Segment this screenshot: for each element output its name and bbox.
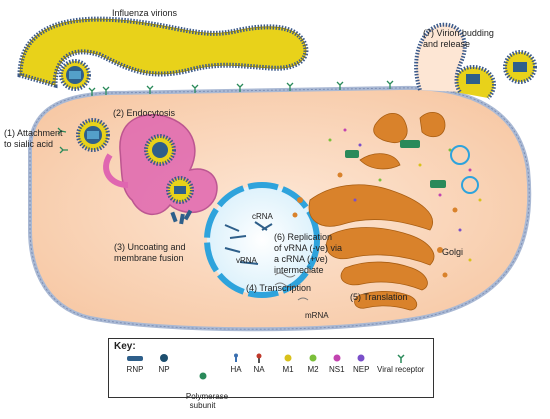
endosome (119, 114, 218, 215)
ha-icon (234, 353, 238, 362)
golgi-vesicles (292, 172, 458, 278)
key-legend: Key: RNP NP Polymerase subunit HA NA M1 … (108, 338, 434, 410)
label-step5: (5) Translation (350, 292, 408, 302)
label-influenza-virions: Influenza virions (112, 8, 178, 18)
receptor-icon (397, 354, 405, 363)
released-rnps (170, 209, 193, 225)
nuclear-rnps (224, 221, 273, 265)
membrane-bud (414, 22, 467, 94)
label-golgi: Golgi (442, 247, 464, 257)
rnp-icon (127, 356, 143, 361)
released-virion (503, 50, 537, 84)
label-step2: (2) Endocytosis (113, 108, 176, 118)
label-step3: (3) Uncoating and membrane fusion (114, 242, 186, 263)
m2-icon (309, 354, 317, 362)
label-step6: (6) Replication of vRNA (-ve) via a cRNA… (274, 232, 343, 275)
newly-made-rnps (345, 140, 446, 188)
ns1-icon (333, 354, 341, 362)
label-step1: (1) Attachment to sialic acid (4, 128, 63, 149)
spherical-virion-approach (59, 59, 91, 91)
label-step7: (7) Virion budding and release (423, 28, 494, 49)
key-item-ns1: NS1 (329, 353, 345, 374)
key-item-rnp: RNP (125, 353, 145, 374)
golgi-apparatus (308, 111, 446, 311)
key-item-na: NA (252, 353, 266, 374)
viral-receptors (57, 80, 394, 154)
key-item-receptor: Viral receptor (377, 353, 424, 374)
label-mrna: mRNA (305, 311, 329, 320)
na-icon (256, 353, 262, 363)
influenza-life-cycle-diagram (17, 16, 537, 332)
key-item-polymerase: Polymerase subunit (177, 353, 228, 419)
m1-icon (284, 354, 292, 362)
label-vrna: vRNA (236, 256, 257, 265)
key-item-np: NP (157, 353, 171, 374)
nep-icon (357, 354, 365, 362)
nuclear-mrna (274, 272, 309, 301)
key-item-ha: HA (229, 353, 243, 374)
cell-membrane-outline (29, 87, 530, 330)
filamentous-virion (17, 16, 309, 89)
key-item-m1: M1 (281, 353, 295, 374)
polymerase-icon (199, 372, 207, 380)
virion-uncoating (166, 176, 194, 204)
key-item-nep: NEP (353, 353, 369, 374)
assembly-rings (450, 145, 479, 194)
virion-attached (76, 118, 110, 152)
translated-proteins (328, 128, 482, 262)
label-step4: (4) Transcription (246, 283, 312, 293)
label-crna: cRNA (252, 212, 273, 221)
nucleus (204, 182, 320, 298)
key-title: Key: (114, 341, 136, 352)
np-icon (160, 354, 168, 362)
virion-in-endosome (144, 134, 176, 166)
key-item-m2: M2 (306, 353, 320, 374)
